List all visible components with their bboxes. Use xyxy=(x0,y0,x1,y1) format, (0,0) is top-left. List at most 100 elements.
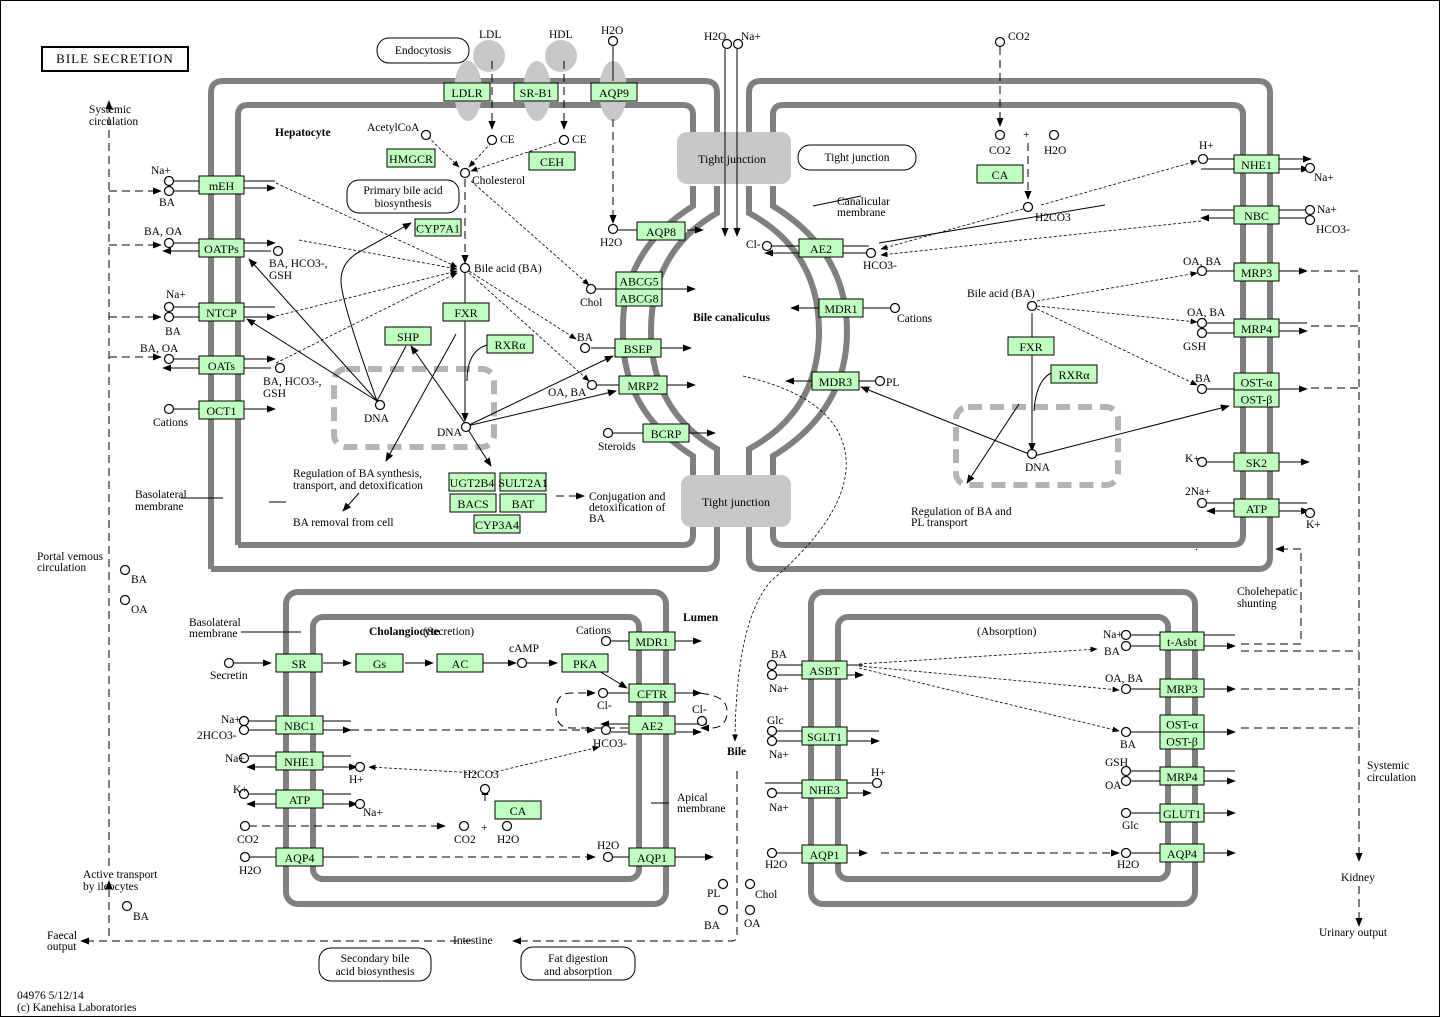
gene-box[interactable] xyxy=(275,715,324,735)
gene-ac[interactable]: AC xyxy=(436,653,484,673)
gene-box[interactable] xyxy=(801,660,848,680)
gene-sk2[interactable]: SK2 xyxy=(1233,452,1280,472)
map-tight-junction[interactable]: Tight junction xyxy=(797,144,917,171)
gene-box[interactable] xyxy=(436,653,484,673)
gene-box[interactable] xyxy=(818,298,864,318)
gene-box[interactable] xyxy=(590,82,638,102)
map-secondary-bile-acid-biosynthesis[interactable]: Secondary bile acid biosynthesis xyxy=(318,947,432,982)
gene-box[interactable] xyxy=(1159,631,1205,651)
gene-bcrp[interactable]: BCRP xyxy=(642,423,690,443)
gene-box[interactable] xyxy=(449,493,497,513)
gene-aosta[interactable]: OST-α xyxy=(1159,714,1205,733)
gene-aqp9[interactable]: AQP9 xyxy=(590,82,638,102)
gene-ca[interactable]: CA xyxy=(976,164,1024,184)
gene-abcg5[interactable]: ABCG5 xyxy=(615,271,663,290)
gene-oatps[interactable]: OATPs xyxy=(198,238,245,258)
gene-box[interactable] xyxy=(448,472,496,492)
gene-box[interactable] xyxy=(636,221,686,241)
gene-box[interactable] xyxy=(355,653,404,673)
gene-box[interactable] xyxy=(1233,154,1280,174)
gene-box[interactable] xyxy=(486,334,534,354)
gene-nbc1[interactable]: NBC1 xyxy=(275,715,324,735)
gene-box[interactable] xyxy=(275,789,324,809)
gene-aaqp4[interactable]: AQP4 xyxy=(1159,843,1205,863)
gene-sr[interactable]: SR xyxy=(275,653,323,673)
gene-sult2a1[interactable]: SULT2A1 xyxy=(498,472,548,492)
gene-box[interactable] xyxy=(275,653,323,673)
gene-ceh[interactable]: CEH xyxy=(528,151,576,171)
gene-box[interactable] xyxy=(499,472,547,492)
gene-bat[interactable]: BAT xyxy=(499,493,547,513)
gene-box[interactable] xyxy=(1159,766,1205,786)
gene-cae2[interactable]: AE2 xyxy=(628,715,676,735)
gene-amrp4[interactable]: MRP4 xyxy=(1159,766,1205,786)
gene-gs[interactable]: Gs xyxy=(355,653,404,673)
gene-nhe1[interactable]: NHE1 xyxy=(1233,154,1280,174)
gene-box[interactable] xyxy=(1233,452,1280,472)
gene-box[interactable] xyxy=(414,218,462,237)
gene-cnhe1[interactable]: NHE1 xyxy=(275,751,324,771)
gene-nhe3[interactable]: NHE3 xyxy=(801,779,848,799)
gene-box[interactable] xyxy=(561,653,609,673)
gene-aqp1[interactable]: AQP1 xyxy=(628,847,676,867)
gene-box[interactable] xyxy=(198,302,245,322)
gene-shp[interactable]: SHP xyxy=(384,326,432,346)
gene-box[interactable] xyxy=(801,844,848,864)
gene-box[interactable] xyxy=(801,779,848,799)
gene-pka[interactable]: PKA xyxy=(561,653,609,673)
gene-box[interactable] xyxy=(198,400,245,420)
gene-fxr2[interactable]: FXR xyxy=(1007,336,1055,356)
gene-box[interactable] xyxy=(628,715,676,735)
gene-box[interactable] xyxy=(528,151,576,171)
gene-aqp4[interactable]: AQP4 xyxy=(275,847,324,867)
gene-box[interactable] xyxy=(628,631,676,651)
gene-bacs[interactable]: BACS xyxy=(449,493,497,513)
gene-box[interactable] xyxy=(811,371,860,391)
gene-box[interactable] xyxy=(1233,318,1280,338)
gene-mrp3[interactable]: MRP3 xyxy=(1233,262,1280,282)
gene-box[interactable] xyxy=(1159,731,1205,750)
gene-box[interactable] xyxy=(1050,364,1098,384)
gene-aqp8[interactable]: AQP8 xyxy=(636,221,686,241)
gene-box[interactable] xyxy=(976,164,1024,184)
gene-box[interactable] xyxy=(499,493,547,513)
gene-sglt1[interactable]: SGLT1 xyxy=(801,726,848,746)
gene-box[interactable] xyxy=(1233,389,1280,408)
gene-cca[interactable]: CA xyxy=(494,800,542,820)
gene-box[interactable] xyxy=(198,238,245,258)
gene-box[interactable] xyxy=(1233,262,1280,282)
gene-cyp7a1[interactable]: CYP7A1 xyxy=(414,218,462,237)
gene-box[interactable] xyxy=(614,338,662,358)
gene-ae2[interactable]: AE2 xyxy=(798,238,844,258)
gene-box[interactable] xyxy=(1007,336,1055,356)
gene-box[interactable] xyxy=(798,238,844,258)
gene-cyp3a4[interactable]: CYP3A4 xyxy=(473,514,521,534)
gene-glut1[interactable]: GLUT1 xyxy=(1159,803,1205,823)
gene-cftr[interactable]: CFTR xyxy=(628,683,676,703)
gene-box[interactable] xyxy=(494,800,542,820)
gene-nbc[interactable]: NBC xyxy=(1233,205,1280,225)
gene-rxra2[interactable]: RXRα xyxy=(1050,364,1098,384)
gene-box[interactable] xyxy=(1233,498,1280,518)
gene-box[interactable] xyxy=(801,726,848,746)
gene-ntcp[interactable]: NTCP xyxy=(198,302,245,322)
gene-abcg8[interactable]: ABCG8 xyxy=(615,288,663,307)
gene-osta[interactable]: OST-α xyxy=(1233,372,1280,391)
gene-mdr3[interactable]: MDR3 xyxy=(811,371,860,391)
map-fat-digestion-and-absorption[interactable]: Fat digestion and absorption xyxy=(520,946,636,981)
gene-ostb[interactable]: OST-β xyxy=(1233,389,1280,408)
gene-amrp3[interactable]: MRP3 xyxy=(1159,678,1205,698)
gene-cmdr1[interactable]: MDR1 xyxy=(628,631,676,651)
gene-oats[interactable]: OATs xyxy=(198,355,245,375)
gene-bsep[interactable]: BSEP xyxy=(614,338,662,358)
gene-box[interactable] xyxy=(442,302,490,322)
gene-box[interactable] xyxy=(386,148,436,168)
gene-tasbt[interactable]: t-Asbt xyxy=(1159,631,1205,651)
gene-ldlr[interactable]: LDLR xyxy=(443,82,491,102)
gene-box[interactable] xyxy=(628,683,676,703)
gene-hmgcr[interactable]: HMGCR xyxy=(386,148,436,168)
gene-rxra[interactable]: RXRα xyxy=(486,334,534,354)
gene-asbt[interactable]: ASBT xyxy=(801,660,848,680)
map-endocytosis[interactable]: Endocytosis xyxy=(376,37,470,64)
gene-box[interactable] xyxy=(275,847,324,867)
